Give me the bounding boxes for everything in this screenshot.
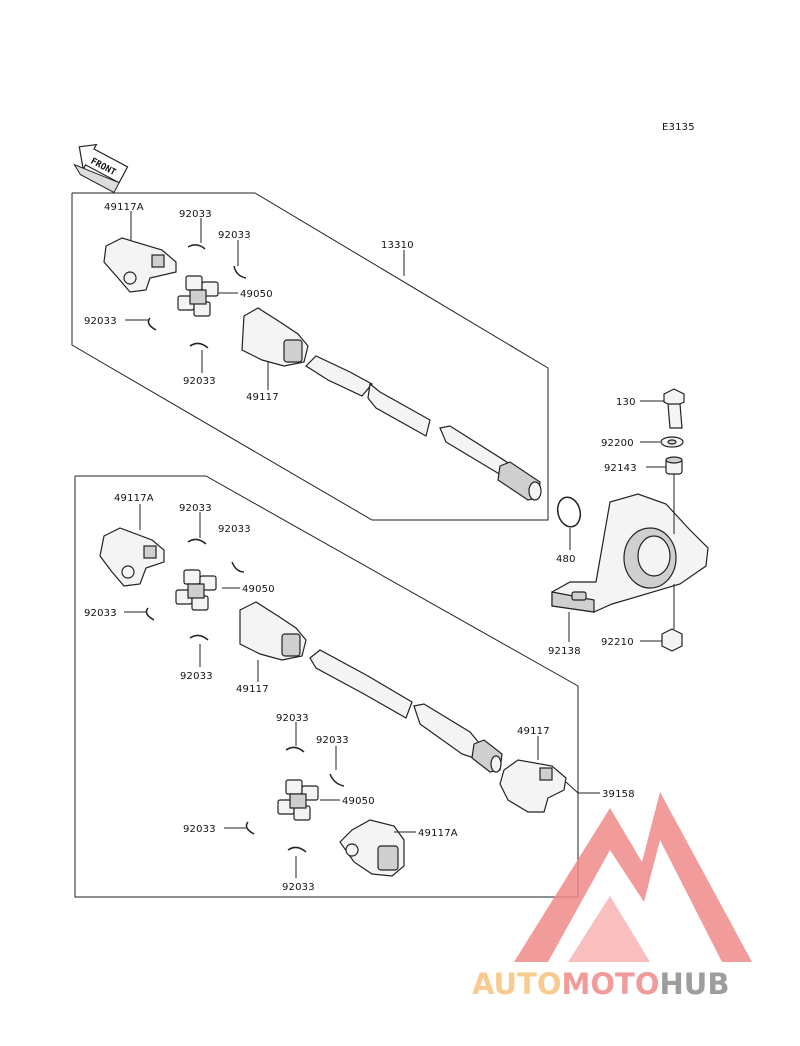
circlip-480	[556, 496, 582, 528]
watermark-hub: HUB	[660, 967, 730, 1001]
circlip	[245, 821, 255, 835]
yoke-49117	[239, 601, 307, 661]
label-49117: 49117	[517, 726, 550, 737]
circlip	[147, 317, 157, 331]
spider-49050	[177, 275, 219, 317]
circlip	[231, 561, 245, 573]
label-39158: 39158	[602, 789, 635, 800]
label-49117a: 49117A	[104, 202, 144, 213]
yoke-49117	[241, 307, 309, 367]
spider-49050	[175, 569, 217, 611]
bearing-group: 130 92200 92143 480 92138 92210	[548, 388, 709, 657]
watermark-logo-icon	[514, 792, 752, 962]
label-92033: 92033	[183, 376, 216, 387]
watermark-moto: MOTO	[562, 967, 660, 1001]
label-49117: 49117	[236, 684, 269, 695]
label-13310: 13310	[381, 240, 414, 251]
circlip	[285, 746, 305, 753]
collar-92143	[665, 456, 683, 475]
watermark-auto: AUTO	[472, 967, 562, 1001]
label-49050: 49050	[240, 289, 273, 300]
label-92200: 92200	[601, 438, 634, 449]
label-92033: 92033	[84, 608, 117, 619]
diagram-code: E3135	[662, 122, 695, 133]
circlip	[189, 342, 209, 349]
circlip	[189, 634, 209, 641]
label-92033: 92033	[218, 230, 251, 241]
circlip	[287, 846, 307, 853]
circlip	[145, 607, 155, 621]
label-49050: 49050	[342, 796, 375, 807]
circlip	[233, 265, 247, 279]
drive-shaft	[305, 355, 542, 501]
nut-92210	[661, 628, 683, 652]
bolt-130	[663, 388, 685, 429]
assembly-13310: 49117A 92033 92033 49050 92033 92033 491…	[71, 192, 549, 521]
label-49050: 49050	[242, 584, 275, 595]
front-arrow-icon: FRONT	[73, 143, 129, 194]
label-92033: 92033	[179, 503, 212, 514]
label-92033: 92033	[180, 671, 213, 682]
circlip	[187, 538, 207, 545]
bearing-housing-92138	[551, 493, 709, 613]
yoke-49117a	[339, 819, 405, 877]
assembly-39158: 49117A 92033 92033 49050 92033 92033 491…	[74, 475, 635, 898]
label-49117a: 49117A	[114, 493, 154, 504]
yoke-49117	[499, 759, 567, 813]
label-92033: 92033	[179, 209, 212, 220]
label-130: 130	[616, 397, 636, 408]
yoke-49117a	[103, 237, 177, 293]
svg-text:AUTOMOTOHUB: AUTOMOTOHUB	[472, 967, 729, 1001]
label-92138: 92138	[548, 646, 581, 657]
label-480: 480	[556, 554, 576, 565]
spider-49050	[277, 779, 319, 821]
label-92033: 92033	[282, 882, 315, 893]
label-92033: 92033	[84, 316, 117, 327]
watermark: AUTOMOTOHUB	[472, 792, 752, 1001]
label-92033: 92033	[183, 824, 216, 835]
circlip	[329, 773, 345, 787]
yoke-49117a	[99, 527, 165, 587]
label-92033: 92033	[276, 713, 309, 724]
label-92033: 92033	[316, 735, 349, 746]
label-92143: 92143	[604, 463, 637, 474]
label-49117a: 49117A	[418, 828, 458, 839]
label-49117: 49117	[246, 392, 279, 403]
circlip	[187, 244, 206, 250]
drive-shaft	[309, 649, 503, 773]
label-92033: 92033	[218, 524, 251, 535]
label-92210: 92210	[601, 637, 634, 648]
